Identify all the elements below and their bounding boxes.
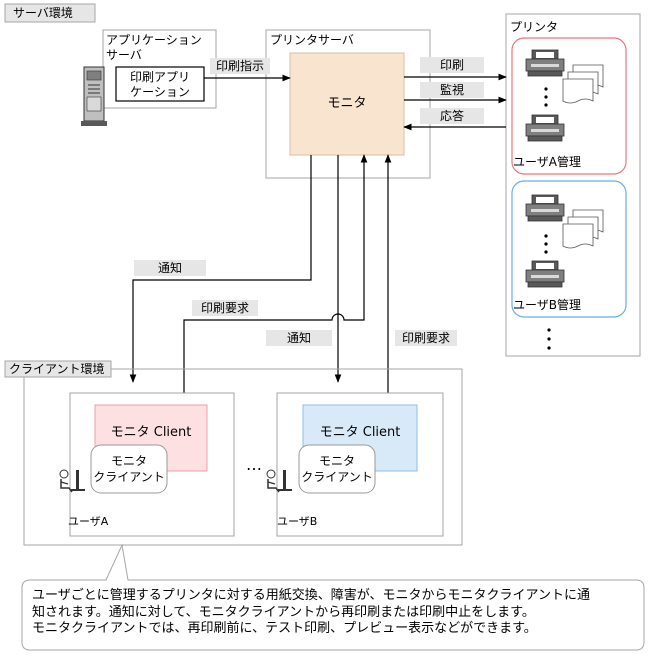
print-label: 印刷	[440, 58, 464, 72]
monitor-label: モニタ	[327, 96, 366, 111]
print-server-title: プリンタサーバ	[270, 33, 354, 47]
client-env-label-box	[4, 360, 112, 378]
print-app-box	[115, 66, 205, 102]
print-request-a-arrow	[183, 154, 368, 393]
print-app-line2: ケーション	[130, 85, 190, 99]
print-instruction-label: 印刷指示	[216, 58, 264, 73]
vertical-dots-a-icon	[544, 87, 548, 107]
server-machine-icon	[81, 66, 107, 126]
group-b-label: ユーザB管理	[513, 297, 581, 312]
user-a-label: ユーザA	[68, 515, 109, 528]
app-server-title-line2: サーバ	[106, 48, 142, 62]
client-b-monitor-label: モニタ Client	[320, 425, 401, 440]
vertical-dots-more-icon	[547, 328, 551, 350]
printers-title: プリンタ	[510, 20, 558, 34]
printer-a2-icon	[525, 114, 565, 142]
server-env-group: サーバ環境 アプリケーション サーバ 印刷アプリ ケーション プリンタサーバ モ…	[4, 3, 431, 179]
client-env-group: クライアント環境 モニタ Client モニタ クライアント ユーザA … モニ…	[4, 360, 463, 546]
group-a-frame	[511, 37, 627, 175]
client-env-label: クライアント環境	[9, 361, 105, 376]
print-app-line1: 印刷アプリ	[130, 70, 190, 84]
printer-b1-icon	[525, 194, 565, 222]
client-a-sub-line2: クライアント	[93, 470, 165, 484]
client-env-frame	[23, 368, 463, 546]
notify-a-label: 通知	[158, 261, 182, 275]
response-label: 応答	[440, 108, 464, 123]
clients-ellipsis: …	[246, 455, 262, 474]
client-a-monitor-label: モニタ Client	[111, 425, 192, 440]
callout-shape	[21, 543, 645, 651]
client-a-sub-line1: モニタ	[111, 454, 147, 468]
flows: 印刷指示 印刷 監視 応答 通知 印刷要求 通知 印刷要求	[129, 57, 507, 393]
print-request-b-label: 印刷要求	[402, 331, 450, 345]
app-server-title-line1: アプリケーション	[106, 33, 202, 47]
client-b-sub-box	[298, 444, 376, 494]
watch-label: 監視	[440, 82, 464, 97]
user-b-label: ユーザB	[277, 515, 317, 528]
printer-b2-icon	[525, 260, 565, 288]
print-request-a-label: 印刷要求	[201, 301, 249, 315]
server-env-label-box	[4, 3, 96, 23]
vertical-dots-b-icon	[544, 234, 548, 254]
monitor-box	[289, 52, 405, 156]
printers-group: プリンタ ユーザA管理	[505, 13, 641, 357]
server-env-label: サーバ環境	[13, 5, 73, 20]
callout-text: ユーザごとに管理するプリンタに対する用紙交換、障害が、モニタからモニタクライアン…	[32, 588, 590, 636]
printer-a1-icon	[525, 49, 565, 77]
group-b-frame	[511, 180, 627, 318]
notify-b-label: 通知	[287, 331, 311, 345]
client-b-sub-line2: クライアント	[301, 470, 373, 484]
notify-a-arrow	[129, 155, 312, 383]
client-b-sub-line1: モニタ	[319, 454, 355, 468]
client-a-sub-box	[90, 444, 168, 494]
group-a-label: ユーザA管理	[513, 154, 581, 169]
